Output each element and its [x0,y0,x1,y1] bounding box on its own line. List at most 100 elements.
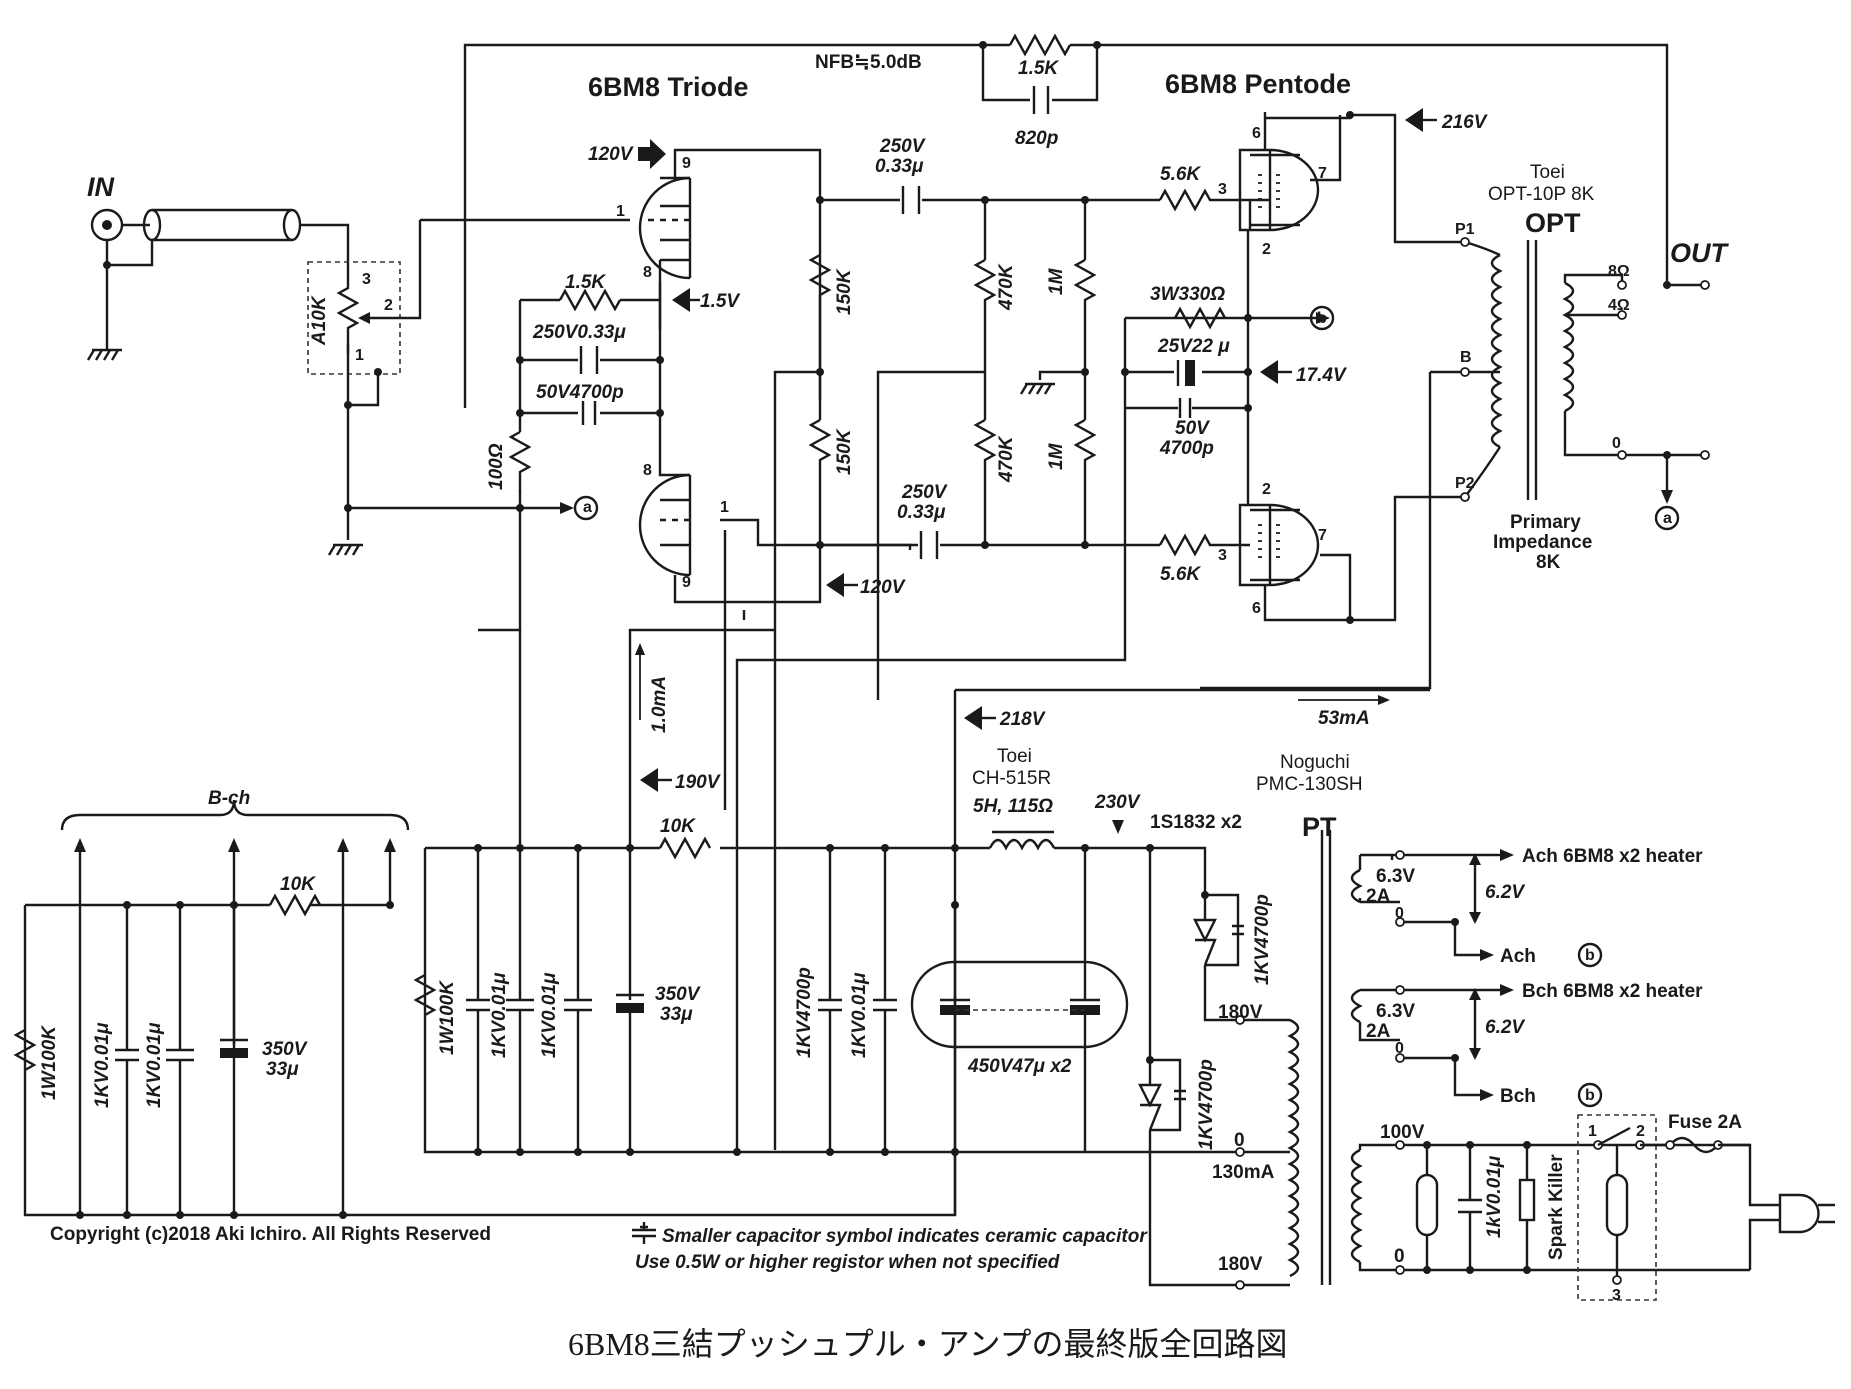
marker-b2: b [1585,947,1595,964]
marker-b3: b [1585,1087,1595,1104]
pentode-lower [1238,420,1465,624]
volume-pot [307,218,630,556]
pin-8-lower: 8 [643,462,652,479]
diode-cap-a: 1KV4700p [1252,894,1273,985]
spark-killer-label: Spark Killer [1546,1154,1567,1260]
grid1-resistor: 5.6K [1160,164,1201,185]
cathode-cap2-label: 50V4700p [536,382,624,403]
pin-3-upper: 3 [1218,181,1227,198]
nfb-network [463,33,1669,408]
heater-a-voltage: 6.3V [1376,866,1415,887]
heater-b-out: 6.2V [1485,1017,1525,1038]
i1ma-label: 1.0mA [649,676,670,733]
pin-1-upper: 1 [616,203,625,220]
current-arrows [635,643,1390,720]
input-jack [86,208,350,361]
r1mb-label: 1M [1046,442,1067,470]
pin-8-upper: 8 [643,264,652,281]
ach-b: Ach [1500,946,1536,967]
r150b-label: 150K [834,428,855,475]
pentode-title: 6BM8 Pentode [1165,69,1351,99]
markers [573,305,1680,1108]
spark-cap-label: 1kV0.01μ [1484,1155,1505,1238]
output-cathode [735,306,1330,1150]
c4700-voltage: 50V [1175,418,1210,439]
pin-6-lower: 6 [1252,600,1261,617]
choke-model: CH-515R [972,768,1051,789]
c450-label: 450V47μ x2 [967,1056,1072,1077]
triode-title: 6BM8 Triode [588,72,749,102]
nfb-resistor: 1.5K [1018,58,1059,79]
opt-label: OPT [1525,208,1581,238]
copyright: Copyright (c)2018 Aki Ichiro. All Rights… [50,1224,491,1245]
note-ceramic: Smaller capacitor symbol indicates ceram… [662,1226,1148,1247]
pin-2-upper: 2 [1262,241,1271,258]
pt-100v: 100V [1380,1122,1425,1143]
opt-b: B [1460,349,1472,366]
switch-pin-2: 2 [1636,1123,1645,1140]
pin-2-lower: 2 [1262,481,1271,498]
c001-b-label: 1KV0.01μ [144,1022,165,1108]
i130ma-label: 130mA [1212,1162,1275,1183]
opt-primary: Primary [1510,512,1581,533]
v218-label: 218V [999,709,1046,730]
ach-heater: Ach 6BM8 x2 heater [1522,846,1703,867]
bch-heater: Bch 6BM8 x2 heater [1522,981,1703,1002]
pot-pin-1: 1 [355,347,364,364]
pt-maker: Noguchi [1280,752,1350,773]
r100k-a-label: 1W100K [39,1025,60,1100]
diagram-caption: 6BM8三結プッシュプル・アンプの最終版全回路図 [568,1326,1288,1362]
c1kv4700-label: 1KV4700p [794,967,815,1058]
opt-0: 0 [1612,435,1621,452]
heater-b-voltage: 6.3V [1376,1001,1415,1022]
pin-9-lower: 9 [682,574,691,591]
v216-label: 216V [1441,112,1488,133]
diode-label: 1S1832 x2 [1150,812,1242,833]
heater-b-zero: 0 [1395,1040,1404,1057]
bch-label: B-ch [208,788,250,809]
v1-5-label: 1.5V [700,291,740,312]
triode-lower [638,420,912,604]
r1ma-label: 1M [1046,267,1067,295]
r330-label: 3W330Ω [1150,284,1225,305]
c001-d-label: 1KV0.01μ [539,972,560,1058]
marker-a2: a [1663,510,1672,527]
grid-resistors [876,188,1250,700]
pt-label: PT [1302,812,1337,842]
opt-imp-value: 8K [1536,552,1561,573]
phase-splitter [723,186,1160,1150]
bch-b: Bch [1500,1086,1536,1107]
opt-p2: P2 [1455,475,1475,492]
pt-180a: 180V [1218,1002,1263,1023]
c350-a-cap: 33μ [266,1059,299,1080]
c350-b-cap: 33μ [660,1004,693,1025]
couple1-cap: 0.33μ [875,156,924,177]
opt-8ohm: 8Ω [1608,263,1630,280]
pt-0: 0 [1234,1130,1245,1151]
r10k-a-label: 10K [280,874,316,895]
switch-pin-3: 3 [1612,1287,1621,1304]
r470a-label: 470K [996,263,1017,311]
switch-pin-1: 1 [1588,1123,1597,1140]
opt-impedance: Impedance [1493,532,1592,553]
pot-pin-3: 3 [362,271,371,288]
c001-c-label: 1KV0.01μ [489,972,510,1058]
opt-model: OPT-10P 8K [1488,184,1595,205]
cathode-resistor-label: 1.5K [565,272,606,293]
pt-model: PMC-130SH [1256,774,1363,795]
v120a-arrow [638,139,666,169]
opt-p1: P1 [1455,221,1475,238]
choke-value: 5H, 115Ω [973,796,1053,817]
opt-4ohm: 4Ω [1608,297,1630,314]
choke-maker: Toei [997,746,1032,767]
pin-7-upper: 7 [1318,165,1327,182]
heater-a-out: 6.2V [1485,882,1525,903]
couple1-voltage: 250V [879,136,926,157]
pot-label: A10K [309,295,330,346]
pin-7-lower: 7 [1318,527,1327,544]
pin-9-upper: 9 [682,155,691,172]
pentode-upper [1238,112,1352,318]
output-transformer [1200,108,1710,690]
